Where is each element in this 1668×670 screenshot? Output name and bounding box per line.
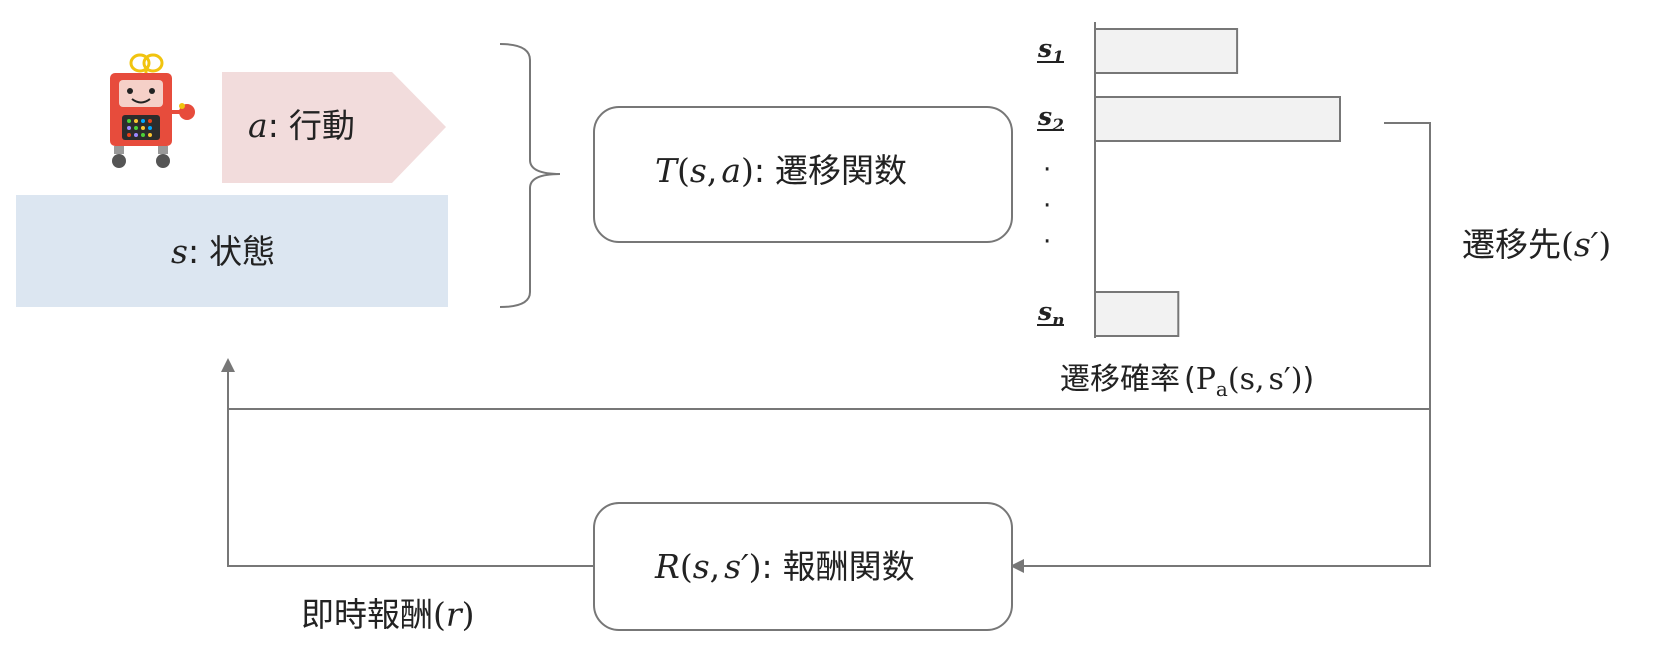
state-label-s1: s1 <box>1037 34 1064 68</box>
state-label: s:状態 <box>171 232 275 271</box>
action-label: a:行動 <box>248 106 355 145</box>
ellipsis-dot-2: · <box>1043 191 1051 221</box>
reward-function-box <box>593 502 1013 631</box>
robot-icon <box>110 53 195 168</box>
ellipsis-dot-3: · <box>1043 227 1051 257</box>
destination-connector <box>1010 122 1431 573</box>
transition-destination-label: 遷移先(s′) <box>1462 225 1611 264</box>
transition-function-box <box>593 106 1013 243</box>
transition-function-label: T(s,a):遷移関数 <box>655 151 907 190</box>
immediate-reward-label: 即時報酬(r) <box>301 595 475 634</box>
probability-bar-sn <box>1094 291 1180 337</box>
input-brace <box>499 43 561 308</box>
transition-probability-title: 遷移確率(Pa(s,s′)) <box>1060 362 1314 401</box>
ellipsis-dot-1: · <box>1043 155 1051 185</box>
action-arrow-shape <box>222 72 446 183</box>
probability-bar-s2 <box>1094 96 1341 142</box>
state-block <box>16 195 448 307</box>
reward-function-label: R(s,s′):報酬関数 <box>654 547 915 586</box>
probability-bar-s1 <box>1094 28 1239 74</box>
reward-return-arrow <box>221 358 594 567</box>
